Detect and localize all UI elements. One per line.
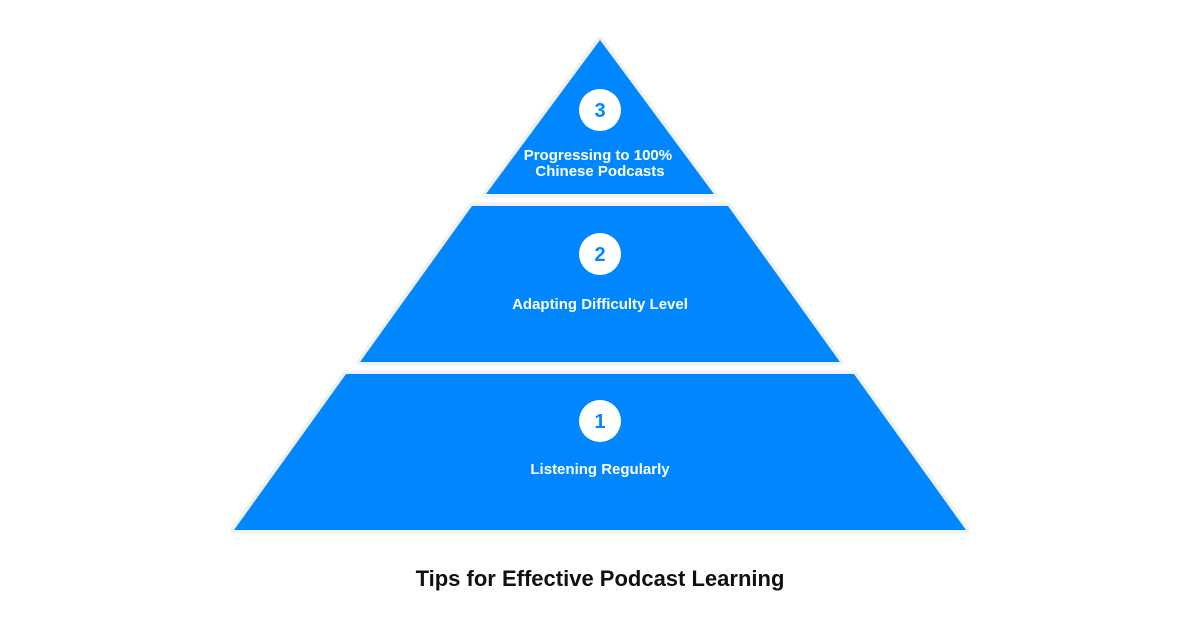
pyramid-tier-3: 3 Progressing to 100% Chinese Podcasts [482,36,718,198]
tier-2-number: 2 [594,244,605,266]
tier-3-label-line-2: Chinese Podcasts [535,163,664,180]
tier-1-shape [230,370,970,534]
tier-3-number: 3 [594,100,605,122]
tier-1-label-line-1: Listening Regularly [530,461,670,478]
tier-1-label: Listening Regularly [530,461,670,478]
tier-3-number-badge [579,89,621,131]
pyramid-tier-2: 2 Adapting Difficulty Level [356,202,844,366]
tier-3-label: Progressing to 100% Chinese Podcasts [524,147,677,180]
diagram-caption: Tips for Effective Podcast Learning [416,566,785,591]
pyramid-tier-1: 1 Listening Regularly [230,370,970,534]
tier-2-number-badge [579,233,621,275]
tier-3-label-line-1: Progressing to 100% [524,147,672,164]
tier-1-number: 1 [594,411,605,433]
tier-1-number-badge [579,400,621,442]
tier-2-shape [356,202,844,366]
tier-2-label-line-1: Adapting Difficulty Level [512,296,688,313]
tier-2-label: Adapting Difficulty Level [512,296,688,313]
